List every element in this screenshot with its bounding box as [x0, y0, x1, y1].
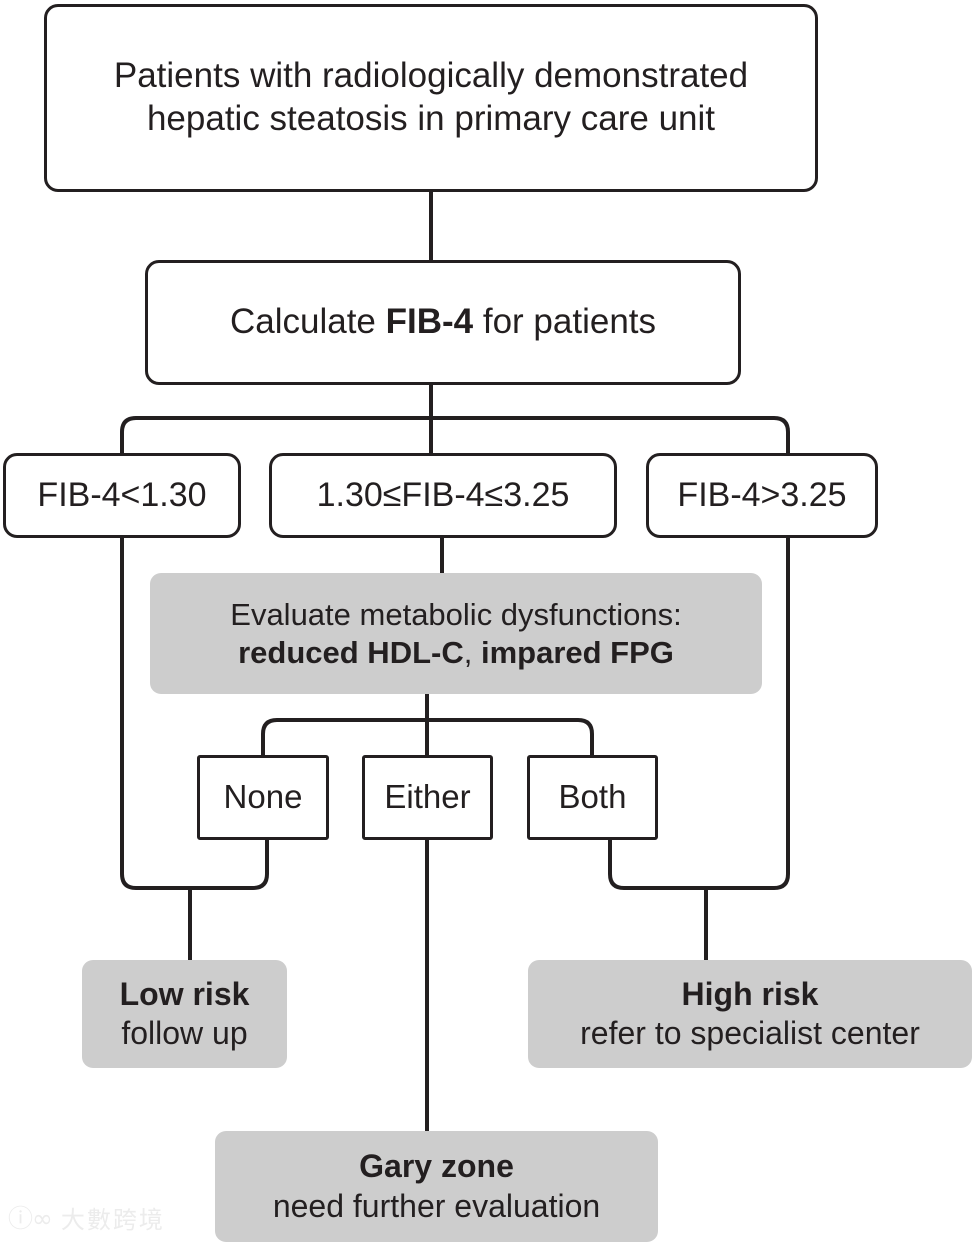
node-outcome-gray-zone: Gary zone need further evaluation	[215, 1131, 658, 1242]
node-outcome-high-risk: High risk refer to specialist center	[528, 960, 972, 1068]
either-label: Either	[384, 778, 471, 816]
node-either: Either	[362, 755, 493, 840]
evaluate-line-1: Evaluate metabolic dysfunctions:	[230, 596, 682, 632]
edge-fib4-high-down	[706, 538, 790, 890]
evaluate-criterion-fpg: impared FPG	[480, 634, 674, 670]
none-label: None	[223, 778, 303, 816]
edge-bus-to-none	[261, 718, 427, 755]
fib4-low-label: FIB-4<1.30	[37, 475, 207, 514]
both-label: Both	[558, 778, 627, 816]
fib4-high-label: FIB-4>3.25	[677, 475, 847, 514]
edge-none-down	[190, 840, 269, 890]
calculate-fib4-line: Calculate FIB-4 for patients	[230, 301, 656, 344]
edge-fib4-low-down	[120, 538, 190, 890]
edge-bus-to-both	[427, 718, 594, 755]
low-risk-title: Low risk	[119, 975, 250, 1012]
low-risk-subtitle: follow up	[121, 1015, 248, 1051]
calculate-fib4-prefix: Calculate	[229, 302, 386, 342]
node-outcome-low-risk: Low risk follow up	[82, 960, 287, 1068]
evaluate-line-2: reduced HDL-C, impared FPG	[238, 634, 674, 672]
node-fib4-low-threshold: FIB-4<1.30	[3, 453, 241, 538]
node-fib4-mid-threshold: 1.30≤FIB-4≤3.25	[269, 453, 617, 538]
intake-line-2: hepatic steatosis in primary care unit	[146, 99, 716, 138]
edge-bus-to-fib4-low	[120, 416, 431, 453]
edge-bus-to-fib4-high	[431, 416, 790, 453]
calculate-fib4-bold: FIB-4	[385, 302, 474, 342]
high-risk-title: High risk	[681, 975, 819, 1012]
intake-line-1: Patients with radiologically demonstrate…	[113, 56, 749, 96]
node-evaluate-metabolic-dysfunctions: Evaluate metabolic dysfunctions: reduced…	[150, 573, 762, 694]
calculate-fib4-suffix: for patients	[473, 302, 657, 342]
fib4-mid-label: 1.30≤FIB-4≤3.25	[316, 475, 570, 514]
node-calculate-fib4: Calculate FIB-4 for patients	[145, 260, 741, 385]
node-none: None	[197, 755, 329, 840]
edge-both-down	[608, 840, 706, 890]
evaluate-criterion-hdlc: reduced HDL-C	[238, 634, 464, 670]
evaluate-separator: ,	[463, 634, 481, 670]
node-both: Both	[527, 755, 658, 840]
node-fib4-high-threshold: FIB-4>3.25	[646, 453, 878, 538]
node-patient-intake: Patients with radiologically demonstrate…	[44, 4, 818, 192]
high-risk-subtitle: refer to specialist center	[580, 1015, 920, 1051]
gray-zone-title: Gary zone	[359, 1148, 514, 1185]
gray-zone-subtitle: need further evaluation	[272, 1187, 601, 1224]
